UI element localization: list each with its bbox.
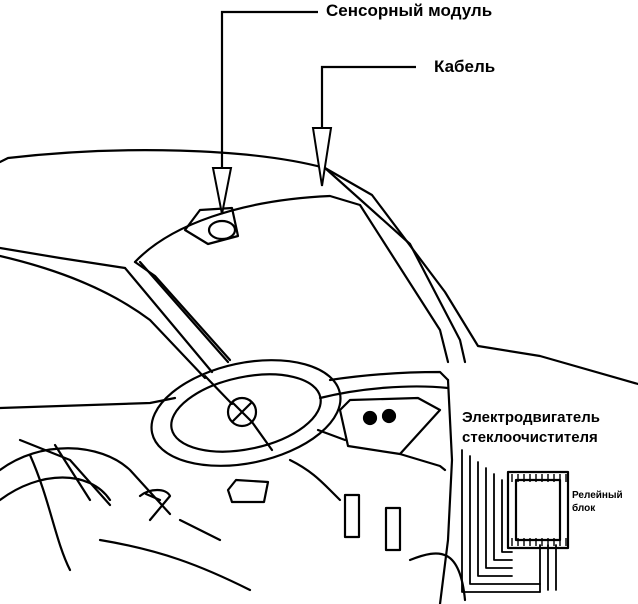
roof-outline — [0, 149, 638, 386]
sensor-lens — [207, 219, 237, 241]
right-pillar-base — [438, 378, 454, 604]
sensor-arrow — [211, 167, 233, 215]
seat-left — [0, 447, 172, 516]
harness-right — [539, 544, 557, 593]
seat-curve — [28, 453, 72, 572]
relay-block — [506, 470, 570, 550]
dashboard-knob-right — [381, 408, 397, 424]
dashboard-upper — [318, 385, 450, 400]
relay-hatch-top — [511, 474, 567, 482]
sensor-leader-line — [220, 10, 318, 168]
left-door-lower — [0, 396, 177, 410]
steering-wheel-inner — [170, 373, 322, 453]
wiring-harness — [461, 449, 541, 593]
wiper-motor-label-line2: стеклоочистителя — [462, 429, 598, 446]
dashboard-left — [288, 458, 342, 502]
cable-label: Кабель — [434, 57, 496, 76]
slot-left — [343, 493, 361, 539]
steering-spokes — [203, 374, 274, 452]
dashboard-vent-panel — [338, 396, 442, 456]
floor-left — [98, 518, 252, 592]
wiper-motor-label-line1: Электродвигатель — [462, 409, 600, 426]
steering-hub-cross — [231, 401, 253, 423]
gear-stick — [138, 488, 172, 522]
relay-hatch-bottom — [511, 538, 567, 546]
relay-block-label-line2: блок — [572, 503, 596, 514]
slot-right — [384, 506, 402, 552]
dashboard-knob-left — [362, 410, 378, 426]
dashboard-lower — [316, 428, 447, 472]
right-floor — [408, 552, 467, 602]
cabin-top-line — [0, 246, 127, 270]
seat-left-inner — [0, 438, 112, 507]
sensor-module-label: Сенсорный модуль — [326, 1, 493, 20]
left-door — [0, 254, 207, 380]
cable-leader-line — [320, 65, 416, 128]
steering-hub — [226, 396, 258, 428]
relay-block-inner — [514, 478, 562, 542]
a-pillar-outer — [323, 166, 467, 364]
sensor-mount — [183, 206, 240, 246]
dashboard-top — [328, 370, 450, 382]
steering-wheel-outer — [150, 359, 342, 467]
windshield-lower — [133, 260, 232, 362]
cable-arrow — [311, 127, 333, 187]
switch-box — [226, 478, 270, 504]
central-pillar — [123, 260, 230, 374]
relay-block-label-line1: Релейный — [572, 490, 623, 501]
